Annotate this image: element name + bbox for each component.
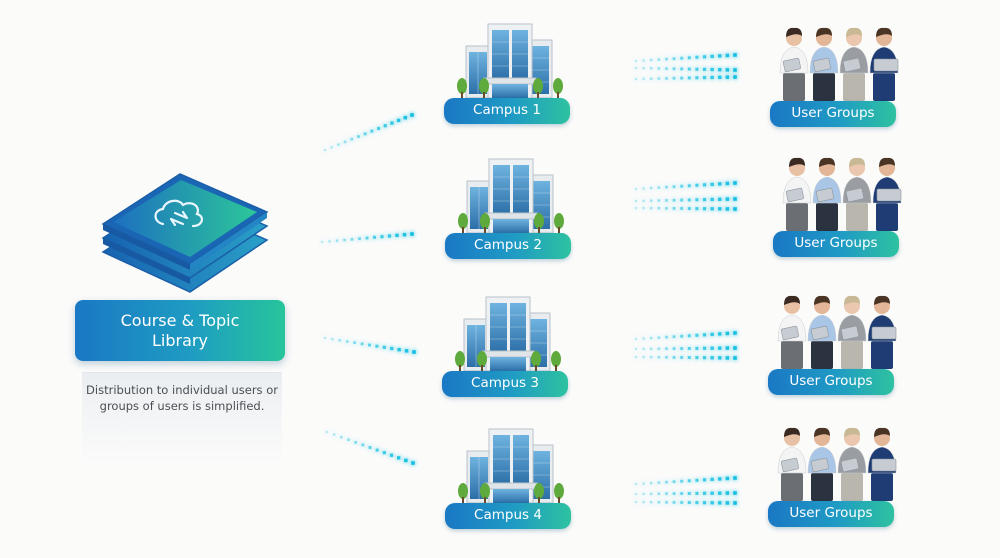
building-icon [455, 158, 565, 237]
connector-campus-3-groups [634, 355, 737, 360]
connector-campus-2-groups [634, 197, 737, 203]
connector-campus-3-groups [634, 331, 737, 341]
person-icon [869, 27, 899, 101]
person-icon [872, 157, 902, 231]
person-icon [809, 27, 839, 101]
person-icon [837, 427, 867, 501]
person-icon [867, 295, 897, 369]
library-description: Distribution to individual users or grou… [82, 372, 282, 464]
user-group-label: User Groups [768, 369, 894, 395]
connector-campus-1-groups [634, 75, 737, 81]
person-icon [782, 157, 812, 231]
person-icon [777, 427, 807, 501]
people-group-icon [779, 27, 899, 101]
connector-campus-3-groups [634, 346, 737, 351]
building-icon [455, 428, 565, 507]
cloud-sync-icon [101, 173, 269, 293]
connector-library-campus-3 [323, 336, 416, 354]
connector-campus-1-groups [634, 66, 737, 72]
user-group-label: User Groups [770, 101, 896, 127]
campus-label: Campus 1 [444, 98, 570, 124]
connector-campus-4-groups [634, 476, 737, 486]
building-icon [454, 23, 564, 102]
people-group-icon [777, 427, 897, 501]
user-group-label: User Groups [773, 231, 899, 257]
tree-icons [458, 213, 564, 234]
tree-icons [458, 483, 564, 504]
connector-campus-2-groups [634, 206, 737, 211]
connector-library-campus-1 [323, 113, 414, 152]
person-icon [837, 295, 867, 369]
campus-label: Campus 2 [445, 233, 571, 259]
connector-campus-2-groups [634, 181, 737, 191]
connector-campus-4-groups [634, 491, 737, 496]
person-icon [839, 27, 869, 101]
person-icon [807, 427, 837, 501]
person-icon [779, 27, 809, 101]
person-icon [807, 295, 837, 369]
connector-campus-1-groups [634, 53, 737, 63]
building-icon [452, 296, 562, 375]
tree-icons [457, 78, 563, 99]
tree-icons [455, 351, 561, 372]
campus-label: Campus 4 [445, 503, 571, 529]
people-group-icon [777, 295, 897, 369]
connector-library-campus-4 [325, 430, 415, 465]
person-icon [812, 157, 842, 231]
connector-campus-4-groups [634, 500, 737, 505]
connector-library-campus-2 [320, 232, 414, 244]
campus-label: Campus 3 [442, 371, 568, 397]
people-group-icon [782, 157, 902, 231]
user-group-label: User Groups [768, 501, 894, 527]
person-icon [777, 295, 807, 369]
person-icon [842, 157, 872, 231]
person-icon [867, 427, 897, 501]
tablet-stack [101, 173, 269, 293]
